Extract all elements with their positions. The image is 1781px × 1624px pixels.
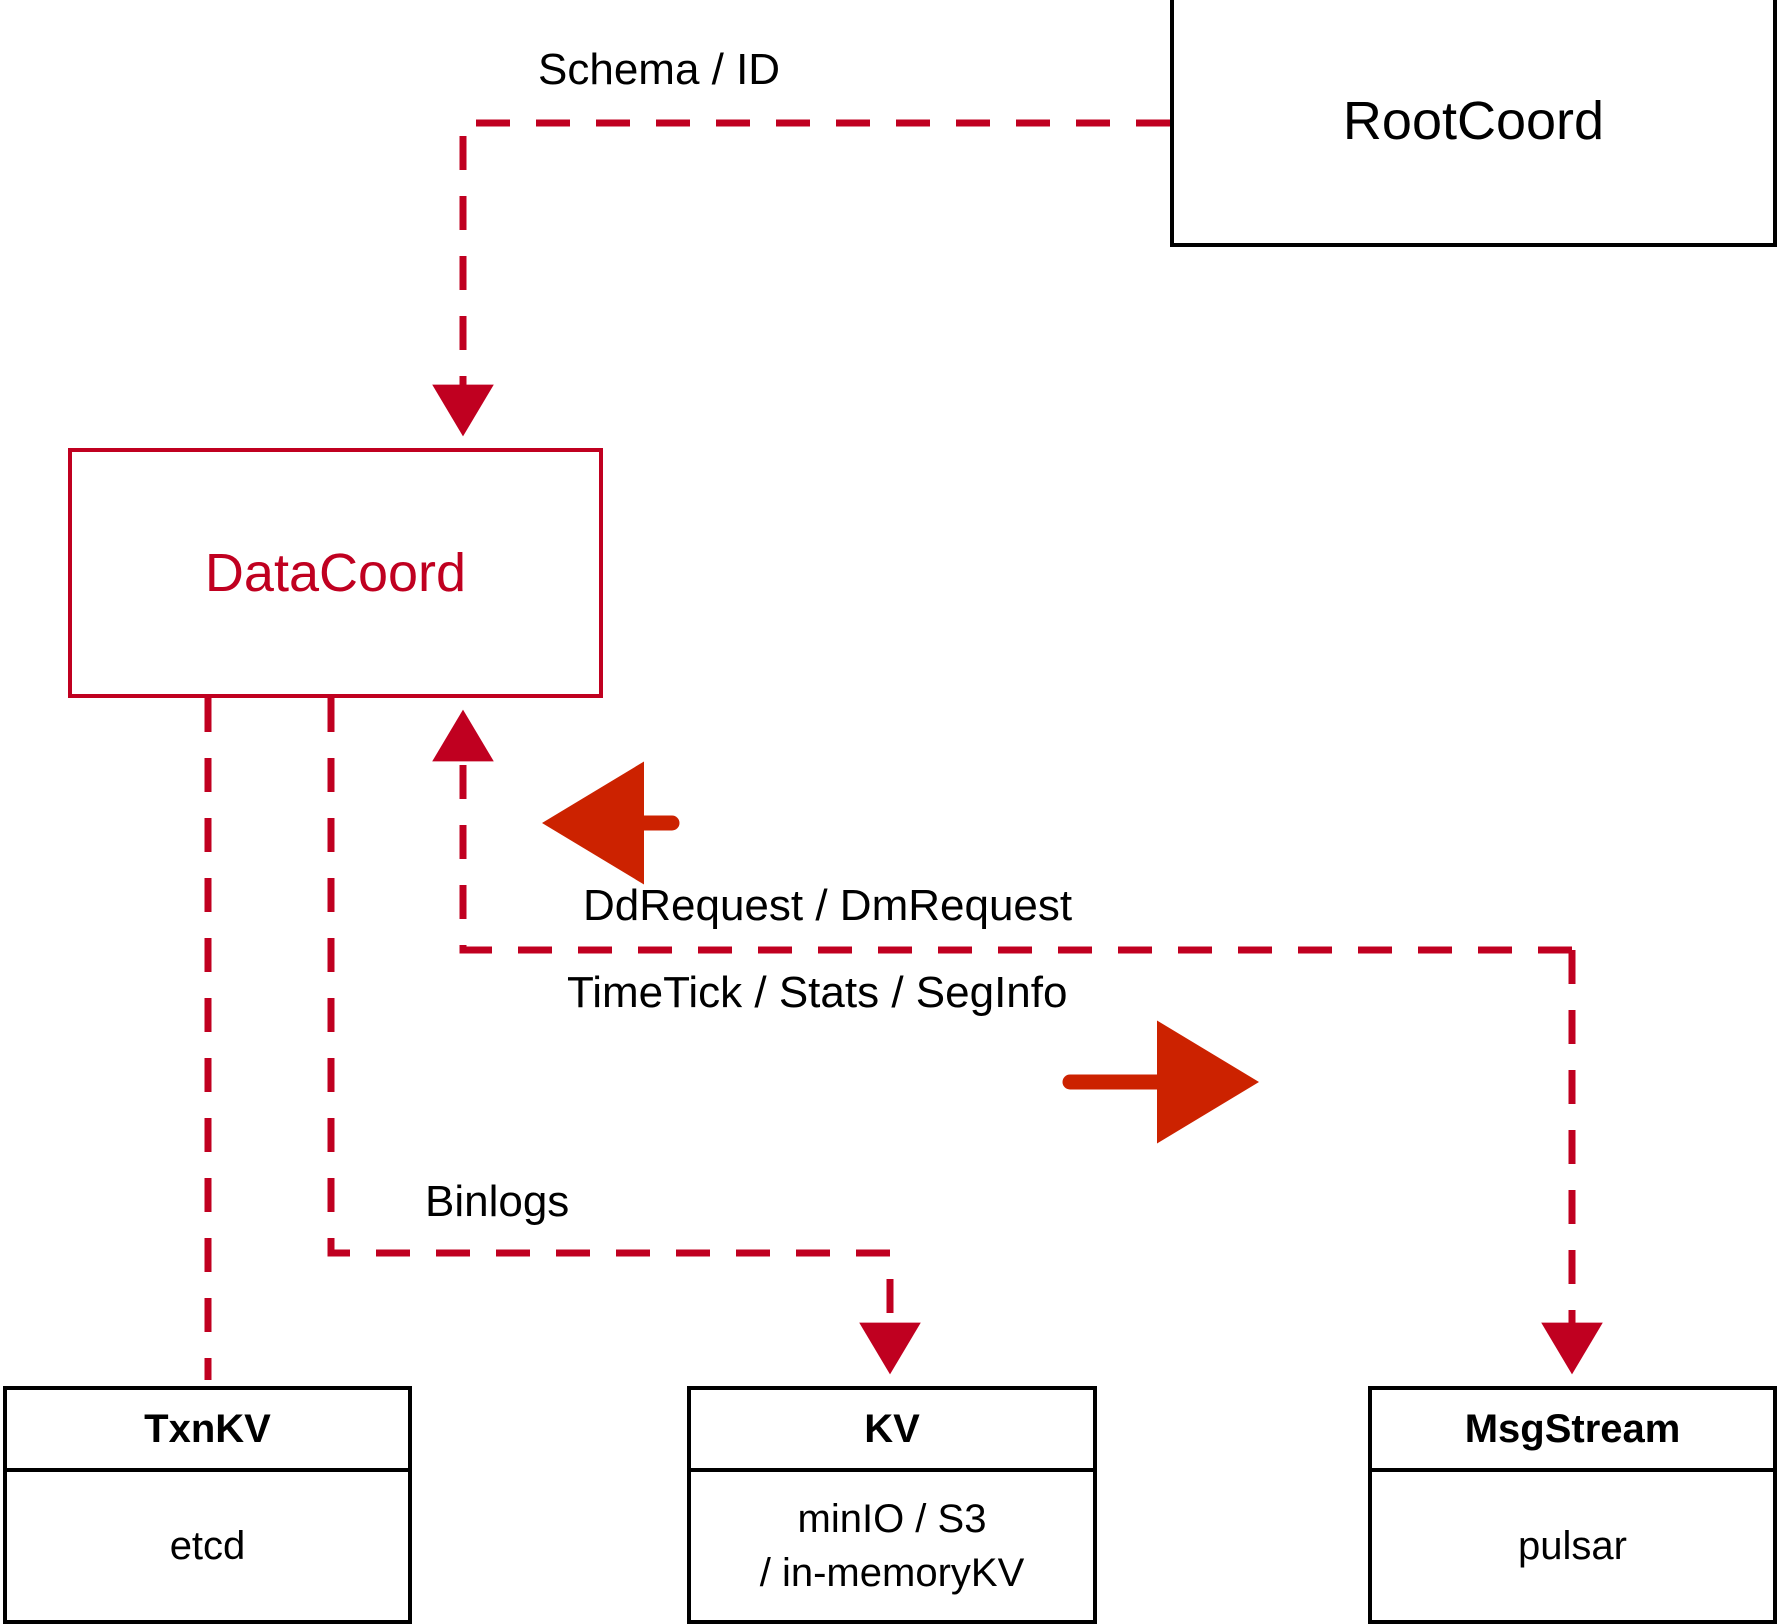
- node-rootcoord[interactable]: RootCoord: [1170, 0, 1777, 247]
- edge-label-binlogs: Binlogs: [425, 1177, 570, 1226]
- edge-label-timetick-stats-seginfo: TimeTick / Stats / SegInfo: [567, 968, 1068, 1017]
- edge-schema-id: [432, 119, 1170, 437]
- node-msgstream[interactable]: MsgStream pulsar: [1368, 1386, 1777, 1624]
- node-datacoord-label: DataCoord: [204, 542, 467, 603]
- node-kv[interactable]: KV minIO / S3 / in-memoryKV: [687, 1386, 1097, 1624]
- node-txnkv-line1: etcd: [169, 1524, 246, 1568]
- node-msgstream-line1: pulsar: [1518, 1524, 1627, 1568]
- node-txnkv-body: etcd: [7, 1472, 408, 1620]
- node-kv-body: minIO / S3 / in-memoryKV: [691, 1472, 1093, 1620]
- node-kv-line1: minIO / S3: [797, 1497, 987, 1541]
- node-txnkv[interactable]: TxnKV etcd: [3, 1386, 412, 1624]
- node-msgstream-body: pulsar: [1372, 1472, 1773, 1620]
- node-kv-line2: / in-memoryKV: [759, 1551, 1025, 1595]
- edge-label-dd-dm-request: DdRequest / DmRequest: [583, 881, 1073, 930]
- node-kv-title: KV: [691, 1390, 1093, 1472]
- node-msgstream-title: MsgStream: [1372, 1390, 1773, 1472]
- node-datacoord[interactable]: DataCoord: [68, 448, 603, 698]
- edge-binlogs-to-kv: [327, 698, 921, 1375]
- edge-label-schema-id: Schema / ID: [538, 45, 781, 94]
- node-txnkv-title: TxnKV: [7, 1390, 408, 1472]
- node-rootcoord-label: RootCoord: [1342, 91, 1605, 152]
